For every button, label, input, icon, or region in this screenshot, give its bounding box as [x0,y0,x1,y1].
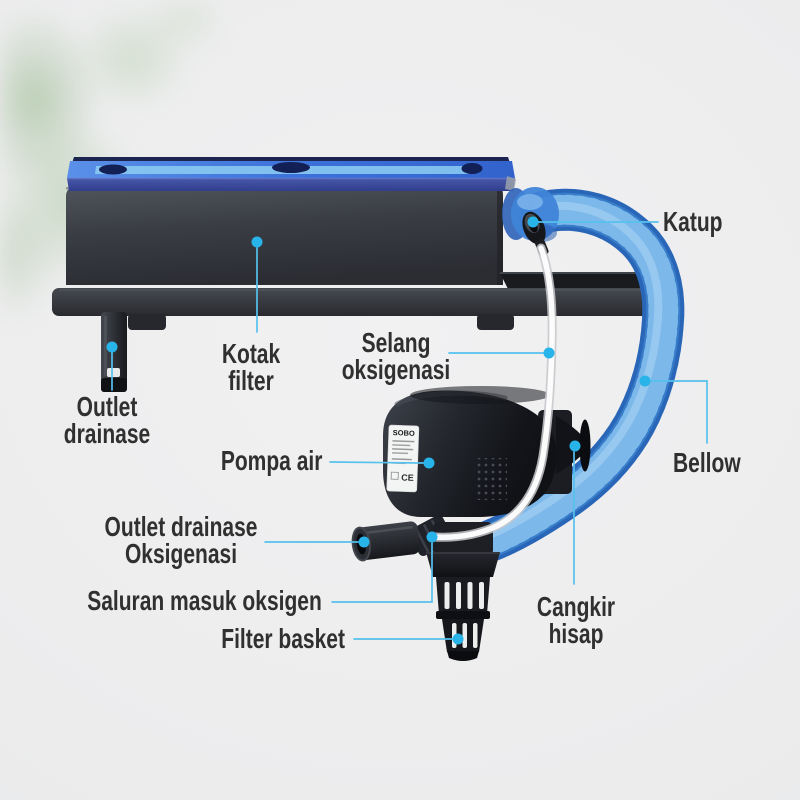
leader-filter-basket [353,633,464,645]
leader-outlet-drainase-oksigenasi [264,536,370,548]
basket-collar [426,552,500,577]
callout-label: Bellow [673,447,741,478]
callout-selang-oksigenasi: Selang oksigenasi [246,327,546,385]
basket-slot [456,582,461,609]
callout-outlet-drainase-oksigenasi: Outlet drainase Oksigenasi [31,511,331,569]
basket-slot [444,582,450,609]
lid-handle-slot [272,162,310,173]
callout-label: hisap [548,618,604,649]
leader-kotak-filter [251,236,263,333]
leader-pompa-air [329,457,435,469]
callout-saluran-masuk-oksigen: Saluran masuk oksigen [9,585,322,616]
callout-label: drainase [63,418,151,449]
leader-katup [527,216,659,228]
basket-slot [462,623,467,648]
leader-lines [106,216,708,645]
callout-label: Selang [361,327,431,358]
callout-label: oksigenasi [341,354,451,385]
basket-slot [473,623,478,648]
callout-label: Cangkir [536,591,616,622]
valve [511,187,559,256]
callout-label: Oksigenasi [124,538,238,569]
shelf-front-bar [52,288,678,316]
leader-bellow [639,375,708,444]
leader-saluran-masuk-oksigen [331,531,438,603]
shelf-foot [128,314,166,330]
callout-label: Katup [663,206,723,237]
callout-bellow: Bellow [673,447,763,478]
pipe-slot [107,368,120,377]
callout-label: Outlet drainase [104,511,258,542]
basket-slot [479,582,484,609]
filter-box-lid [67,157,516,191]
bellow-hose [469,188,685,562]
callout-kotak-filter: Kotak filter [101,338,401,396]
shelf-foot [477,314,514,330]
filter-box [66,187,503,285]
ce-mark-text: CE [401,472,414,482]
callout-katup: Katup [663,206,742,237]
leader-selang-oksigenasi [448,347,555,359]
lid-corner-clip [505,176,516,191]
callout-label: Kotak [221,338,281,369]
callout-label: Outlet [76,391,138,422]
filter-tray-shelf [52,271,679,330]
pump-body [383,390,557,517]
basket-slot [467,582,473,609]
sobo-brand-text: SOBO [393,428,416,438]
callout-label: filter [228,365,274,396]
filter-basket [426,522,500,661]
pump-vents [477,458,507,500]
leader-outlet-drainase [106,341,118,391]
callout-pompa-air: Pompa air [187,445,322,476]
sticker-icon [390,471,399,480]
lid-handle-slot [461,163,483,174]
filter-box-front [66,187,503,285]
lid-handle-slot [99,164,127,175]
callout-outlet-drainase: Outlet drainase [0,391,257,449]
callout-label: Pompa air [220,445,322,476]
pump-sticker: SOBO CE [386,424,420,493]
leader-cangkir-hisap [569,440,581,585]
drain-tray-recess [500,273,661,289]
oxygen-tube [429,243,557,542]
callout-label: Filter basket [221,623,345,654]
callout-cangkir-hisap: Cangkir hisap [426,591,726,649]
callout-filter-basket: Filter basket [180,623,345,654]
callout-label: Saluran masuk oksigen [87,585,322,616]
